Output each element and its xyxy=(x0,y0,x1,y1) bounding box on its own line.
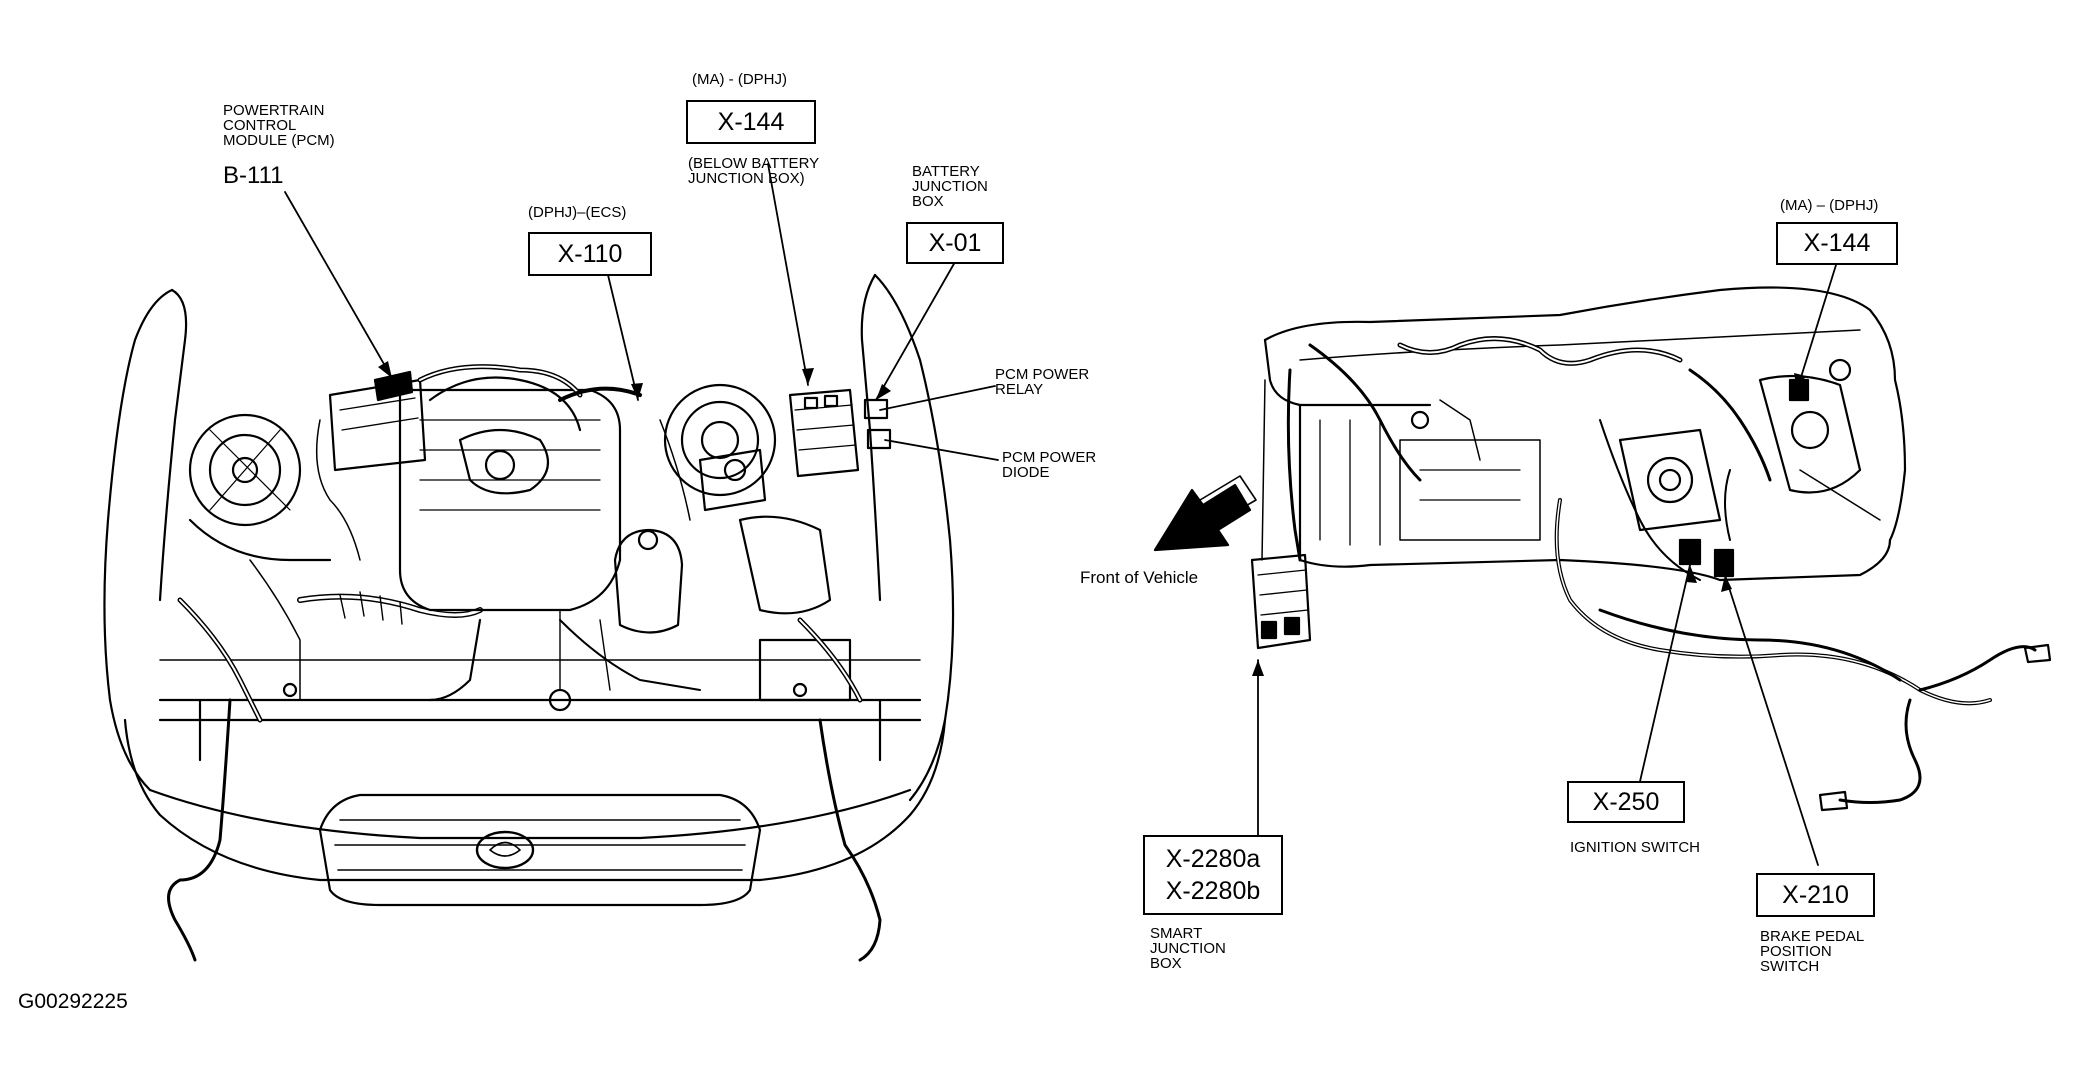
front-of-vehicle-label: Front of Vehicle xyxy=(1080,568,1199,587)
leader-lines-right xyxy=(1257,264,1837,866)
x110-callout: X-110 xyxy=(528,232,652,276)
x144-code-left: X-144 xyxy=(717,107,785,136)
x250-callout: X-250 xyxy=(1567,781,1685,823)
pcm-label: POWERTRAIN CONTROL MODULE (PCM) xyxy=(223,102,335,149)
x110-qualifier: (DPHJ)–(ECS) xyxy=(528,204,627,221)
x144-code-right: X-144 xyxy=(1803,229,1871,257)
smart-junction-box-label: SMART JUNCTION BOX xyxy=(1150,925,1226,972)
x01-code: X-01 xyxy=(928,228,982,257)
x144-qualifier-right: (MA) – (DPHJ) xyxy=(1780,197,1879,214)
x2280-callout: X-2280a X-2280b xyxy=(1143,835,1283,915)
x250-code: X-250 xyxy=(1592,787,1660,816)
x2280b-code: X-2280b xyxy=(1165,877,1261,905)
figure-id: G00292225 xyxy=(18,990,128,1013)
x2280a-code: X-2280a xyxy=(1165,845,1261,873)
leader-arrowheads-right xyxy=(1252,373,1806,676)
x01-callout: X-01 xyxy=(906,222,1004,264)
pcm-code: B-111 xyxy=(223,162,284,189)
instrument-panel-illustration xyxy=(1250,286,2052,812)
leader-lines-left xyxy=(284,163,999,461)
engine-compartment-illustration xyxy=(103,273,955,962)
brake-pedal-switch-label: BRAKE PEDAL POSITION SWITCH xyxy=(1760,928,1865,975)
pcm-power-relay-label: PCM POWER RELAY xyxy=(995,366,1090,398)
battery-junction-label: BATTERY JUNCTION BOX xyxy=(912,163,988,210)
x210-code: X-210 xyxy=(1782,880,1849,909)
x144-qualifier-left: (MA) - (DPHJ) xyxy=(692,71,787,88)
x110-code: X-110 xyxy=(557,239,623,268)
front-direction-arrow xyxy=(1153,475,1257,552)
pcm-power-diode-label: PCM POWER DIODE xyxy=(1002,449,1097,481)
ignition-switch-label: IGNITION SWITCH xyxy=(1570,839,1700,856)
x144-callout-left: X-144 xyxy=(686,100,816,144)
leader-arrowheads-left xyxy=(378,361,891,400)
x144-callout-right: X-144 xyxy=(1776,222,1898,265)
x210-callout: X-210 xyxy=(1756,873,1875,917)
x144-note: (BELOW BATTERY JUNCTION BOX) xyxy=(688,155,820,187)
